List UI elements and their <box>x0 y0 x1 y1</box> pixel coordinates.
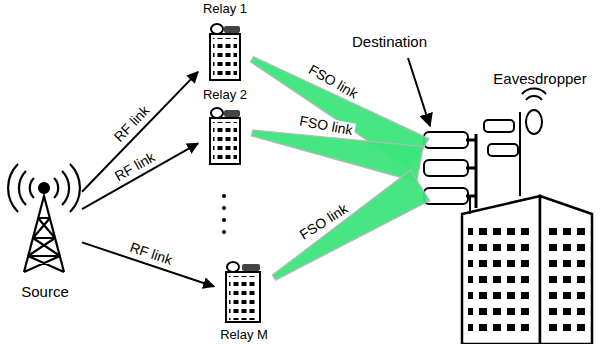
building-windows <box>468 222 534 340</box>
antenna-dot <box>39 183 49 193</box>
fso-telescope <box>224 26 240 33</box>
dish <box>211 108 223 118</box>
fso-beam <box>251 130 423 182</box>
eavesdropper-dish <box>526 110 542 134</box>
fso-telescope <box>224 110 240 117</box>
building-body <box>210 34 240 80</box>
tower-legs <box>24 196 64 272</box>
node-label: Source <box>21 283 69 300</box>
building-body <box>226 272 260 322</box>
building-side <box>540 196 592 344</box>
dish <box>227 262 239 272</box>
mast <box>469 196 471 214</box>
building-body <box>210 118 240 164</box>
receiver-telescope <box>424 160 468 176</box>
tower-lattice <box>24 218 64 272</box>
dot <box>222 194 226 198</box>
fso-telescope <box>242 264 260 271</box>
rf-link-arrow <box>82 72 198 192</box>
node-box: Relay 2 <box>198 88 252 168</box>
node-label: Destination <box>352 33 427 50</box>
building-windows <box>213 38 237 78</box>
node-box: Destination <box>420 125 472 213</box>
node-box: Eavesdropper <box>486 68 594 90</box>
receiver-telescope <box>424 188 468 204</box>
mount <box>475 134 478 208</box>
radio-waves <box>8 164 80 212</box>
antenna-mast <box>519 112 521 196</box>
dot <box>222 218 226 222</box>
building-windows <box>213 122 237 162</box>
node-box: Source <box>8 160 82 300</box>
dot <box>222 206 226 210</box>
rf-link-arrow <box>82 143 198 209</box>
building-face <box>462 196 540 344</box>
node-label: Relay M <box>220 328 268 343</box>
source-tower <box>8 164 80 272</box>
destination-building <box>424 132 592 344</box>
node-box: Relay 1 <box>198 2 252 86</box>
dot <box>222 230 226 234</box>
receiver-telescope <box>424 132 468 148</box>
relay-building <box>210 108 240 164</box>
relay-building <box>210 24 240 80</box>
radio-waves <box>522 89 546 100</box>
node-label: Relay 2 <box>203 88 247 103</box>
eavesdropper-equipment <box>484 89 546 196</box>
rf-link-label: RF link <box>126 239 176 269</box>
node-label: Eavesdropper <box>493 70 586 87</box>
eavesdropper-telescope <box>484 120 514 132</box>
building-windows <box>546 222 586 340</box>
leader-arrow <box>408 58 430 126</box>
node-box: Relay M <box>214 250 274 343</box>
relay-building <box>226 262 260 322</box>
dish <box>211 24 223 34</box>
node-label: Relay 1 <box>203 2 247 17</box>
ellipsis-dots <box>222 194 226 234</box>
building-windows <box>229 276 257 320</box>
fso-beam <box>272 170 429 280</box>
eavesdropper-telescope <box>488 144 518 156</box>
